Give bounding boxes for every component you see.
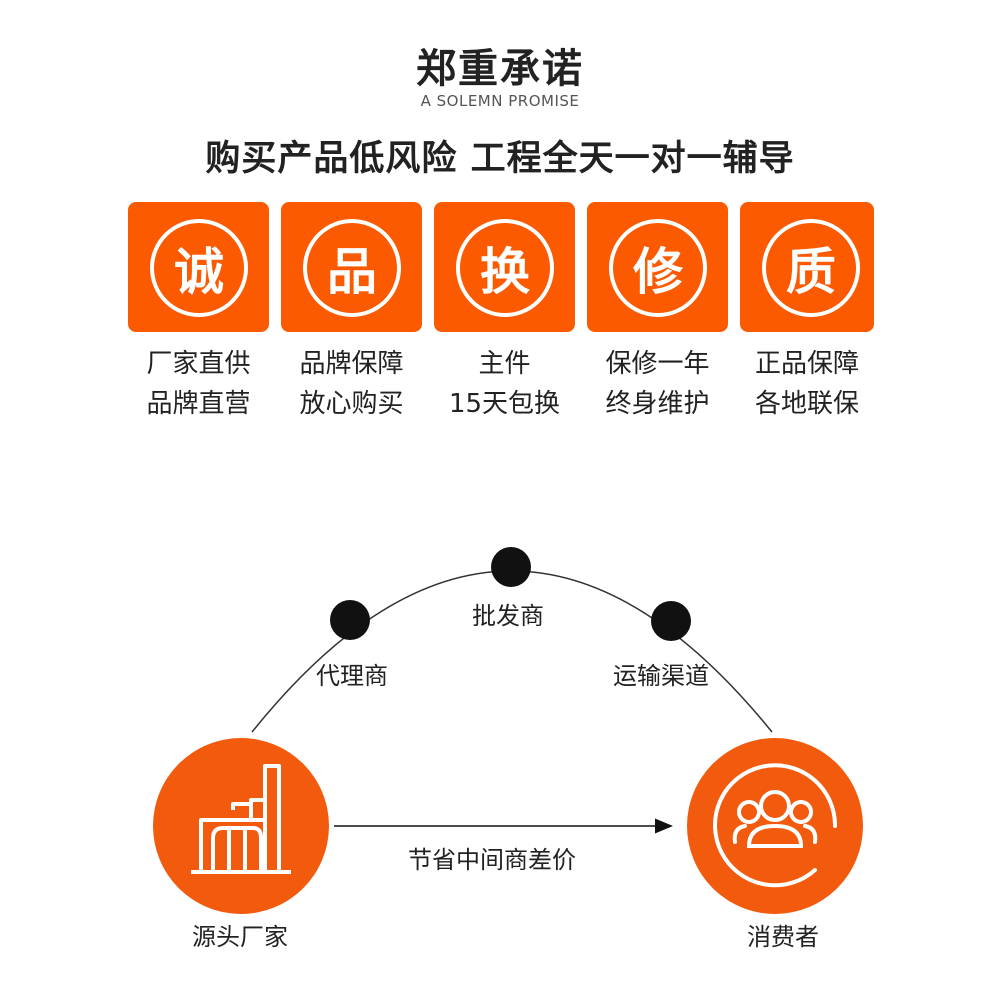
consumer-label: 消费者 <box>747 923 819 951</box>
huan-badge-icon: 换 <box>456 219 554 317</box>
promise-line: 15天包换 <box>448 389 561 419</box>
source-circle <box>153 738 329 914</box>
transport-label: 运输渠道 <box>613 662 709 690</box>
user-group-icon <box>713 763 838 888</box>
wholesaler-label: 批发商 <box>472 602 544 630</box>
promise-desc-xiu: 保修一年 终身维护 <box>587 344 728 424</box>
page-title: 郑重承诺 <box>416 46 584 92</box>
wholesaler-node-dot <box>491 547 531 587</box>
promise-desc-huan: 主件 15天包换 <box>434 344 575 424</box>
promise-line: 正品保障 <box>754 349 859 379</box>
promise-card-zhi: 质 <box>740 202 874 332</box>
pin-badge-icon: 品 <box>303 219 401 317</box>
page-subtitle: A SOLEMN PROMISE <box>420 92 580 110</box>
promise-card-xiu: 修 <box>587 202 728 332</box>
promise-line: 品牌直营 <box>146 389 251 419</box>
xiu-badge-icon: 修 <box>609 219 707 317</box>
promise-desc-pin: 品牌保障 放心购买 <box>281 344 422 424</box>
promise-line: 终身维护 <box>605 389 710 419</box>
promise-line: 主件 <box>478 349 531 379</box>
agent-label: 代理商 <box>316 662 388 690</box>
source-label: 源头厂家 <box>192 923 288 951</box>
agent-node-dot <box>330 600 370 640</box>
zhi-badge-icon: 质 <box>762 219 860 317</box>
promise-line: 品牌保障 <box>299 349 404 379</box>
promise-card-cheng: 诚 <box>128 202 269 332</box>
promise-desc-cheng: 厂家直供 品牌直营 <box>128 344 269 424</box>
promise-card-huan: 换 <box>434 202 575 332</box>
cheng-badge-icon: 诚 <box>150 219 248 317</box>
promise-line: 厂家直供 <box>146 349 251 379</box>
arrow-label: 节省中间商差价 <box>408 846 576 874</box>
promise-card-pin: 品 <box>281 202 422 332</box>
factory-icon <box>191 764 291 874</box>
promise-line: 放心购买 <box>299 389 404 419</box>
promise-line: 各地联保 <box>754 389 859 419</box>
tagline: 购买产品低风险 工程全天一对一辅导 <box>205 139 795 179</box>
promise-desc-zhi: 正品保障 各地联保 <box>740 344 874 424</box>
consumer-circle <box>687 738 863 914</box>
promise-line: 保修一年 <box>605 349 710 379</box>
transport-node-dot <box>651 601 691 641</box>
